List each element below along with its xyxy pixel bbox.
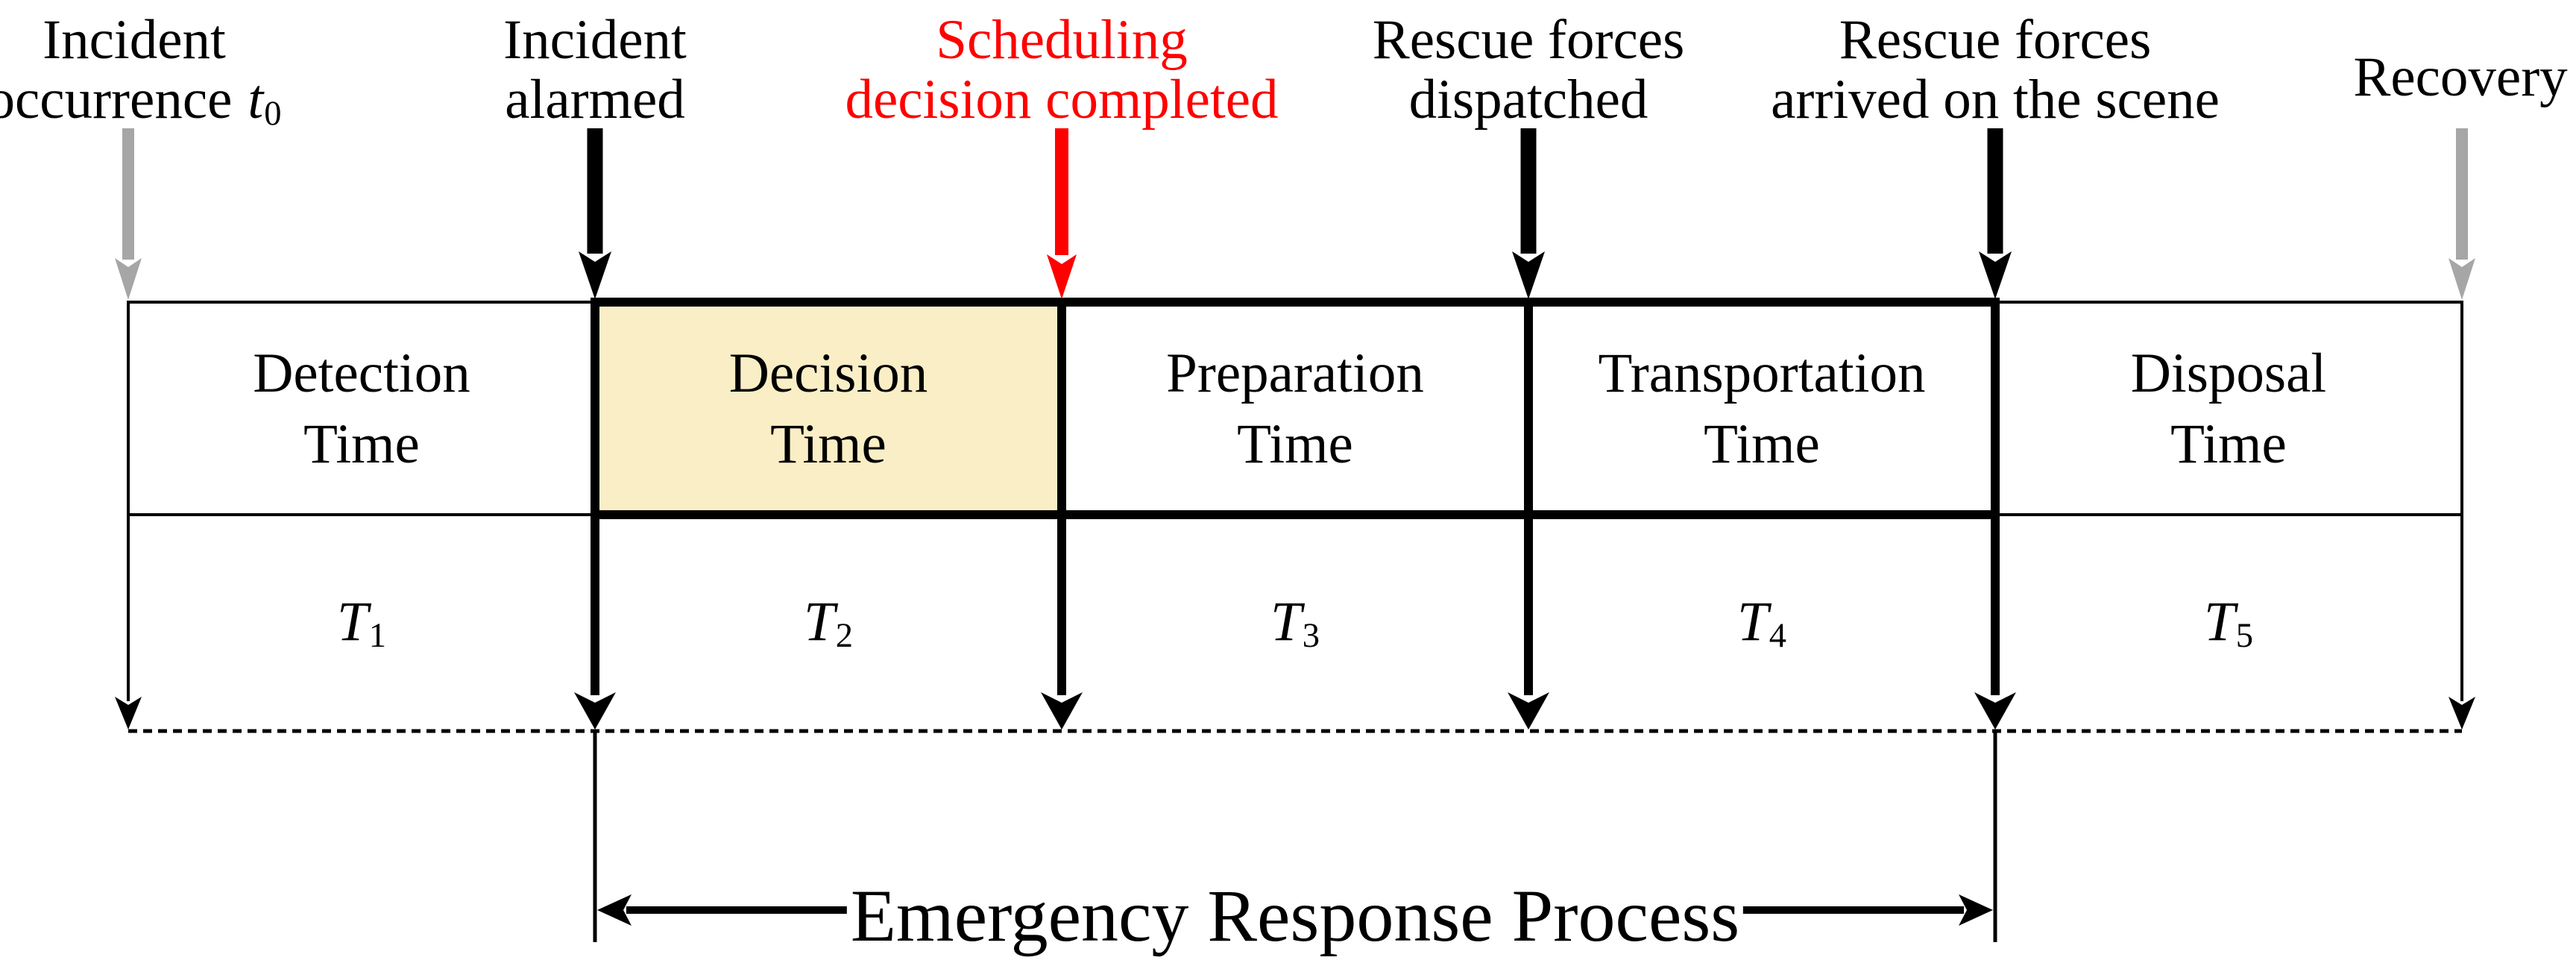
event-label-line: Incident (42, 9, 226, 71)
duration-arrow-head-right-edge (2449, 697, 2475, 730)
event-arrow-head-incident-occurrence (115, 258, 142, 300)
event-label-line: Recovery (2353, 46, 2568, 108)
duration-symbol: T1 (337, 591, 386, 656)
process-span-arrow-left-head (597, 894, 632, 926)
event-label-line: Rescue forces (1839, 9, 2152, 71)
phase-name: Detection (253, 342, 470, 404)
event-arrow-head-arrived (1979, 251, 2012, 299)
event-label-line: decision completed (845, 69, 1279, 131)
event-arrow-head-recovery (2449, 258, 2475, 300)
duration-arrow-head-alarmed (574, 692, 616, 730)
phase-cell-preparation-time: Preparation Time (1062, 302, 1528, 515)
phase-name: Transportation (1598, 342, 1926, 404)
phase-name: Preparation (1166, 342, 1424, 404)
phase-name: Decision (728, 342, 928, 404)
duration-arrow-head-arrived (1974, 692, 2016, 730)
phase-name: Time (1704, 413, 1820, 475)
event-arrow-head-incident-alarmed (579, 251, 611, 299)
event-arrow-head-scheduling-decision (1047, 254, 1077, 299)
duration-cell-t4: T4 (1528, 515, 1995, 730)
phase-cell-transportation-time: Transportation Time (1528, 302, 1995, 515)
phase-cell-detection-time: Detection Time (128, 302, 595, 515)
process-span-arrow-right-head (1959, 894, 1993, 926)
duration-cell-t5: T5 (1995, 515, 2462, 730)
time-zero-subscript: 0 (264, 95, 282, 134)
event-arrow-head-dispatched (1512, 251, 1545, 299)
duration-cell-t1: T1 (128, 515, 595, 730)
phase-name: Time (303, 413, 420, 475)
duration-symbol: T2 (804, 591, 853, 656)
phase-name: Time (1237, 413, 1353, 475)
phase-cell-decision-time: Decision Time (595, 302, 1062, 515)
duration-cell-t2: T2 (595, 515, 1062, 730)
event-label-line: Scheduling (936, 9, 1188, 71)
duration-cell-t3: T3 (1062, 515, 1528, 730)
duration-arrow-head-left-edge (115, 697, 142, 730)
decision-highlight-fill (595, 302, 1062, 515)
event-label-line: Rescue forces (1372, 9, 1685, 71)
event-label-line: alarmed (505, 69, 685, 131)
phase-name: Time (770, 413, 887, 475)
process-span-label: Emergency Response Process (846, 875, 1744, 957)
phase-name: Time (2170, 413, 2287, 475)
event-label-rescue-forces-arrived: Rescue forces arrived on the scene (1771, 10, 2220, 130)
event-label-line: Incident (503, 9, 687, 71)
event-label-line: dispatched (1408, 69, 1648, 131)
time-zero-symbol: t (248, 69, 264, 131)
duration-arrow-head-decision-completed (1041, 692, 1083, 730)
duration-symbol: T4 (1737, 591, 1786, 656)
duration-symbol: T5 (2204, 591, 2253, 656)
event-label-rescue-forces-dispatched: Rescue forces dispatched (1373, 10, 1685, 130)
duration-symbol: T3 (1270, 591, 1320, 656)
duration-arrow-head-dispatched (1508, 692, 1549, 730)
phase-cell-disposal-time: Disposal Time (1995, 302, 2462, 515)
event-label-line: arrived on the scene (1771, 69, 2220, 131)
event-label-scheduling-decision-completed: Scheduling decision completed (845, 10, 1278, 130)
phase-name: Disposal (2130, 342, 2327, 404)
event-label-incident-alarmed: Incident alarmed (503, 10, 687, 130)
event-label-recovery: Recovery (2353, 48, 2567, 107)
